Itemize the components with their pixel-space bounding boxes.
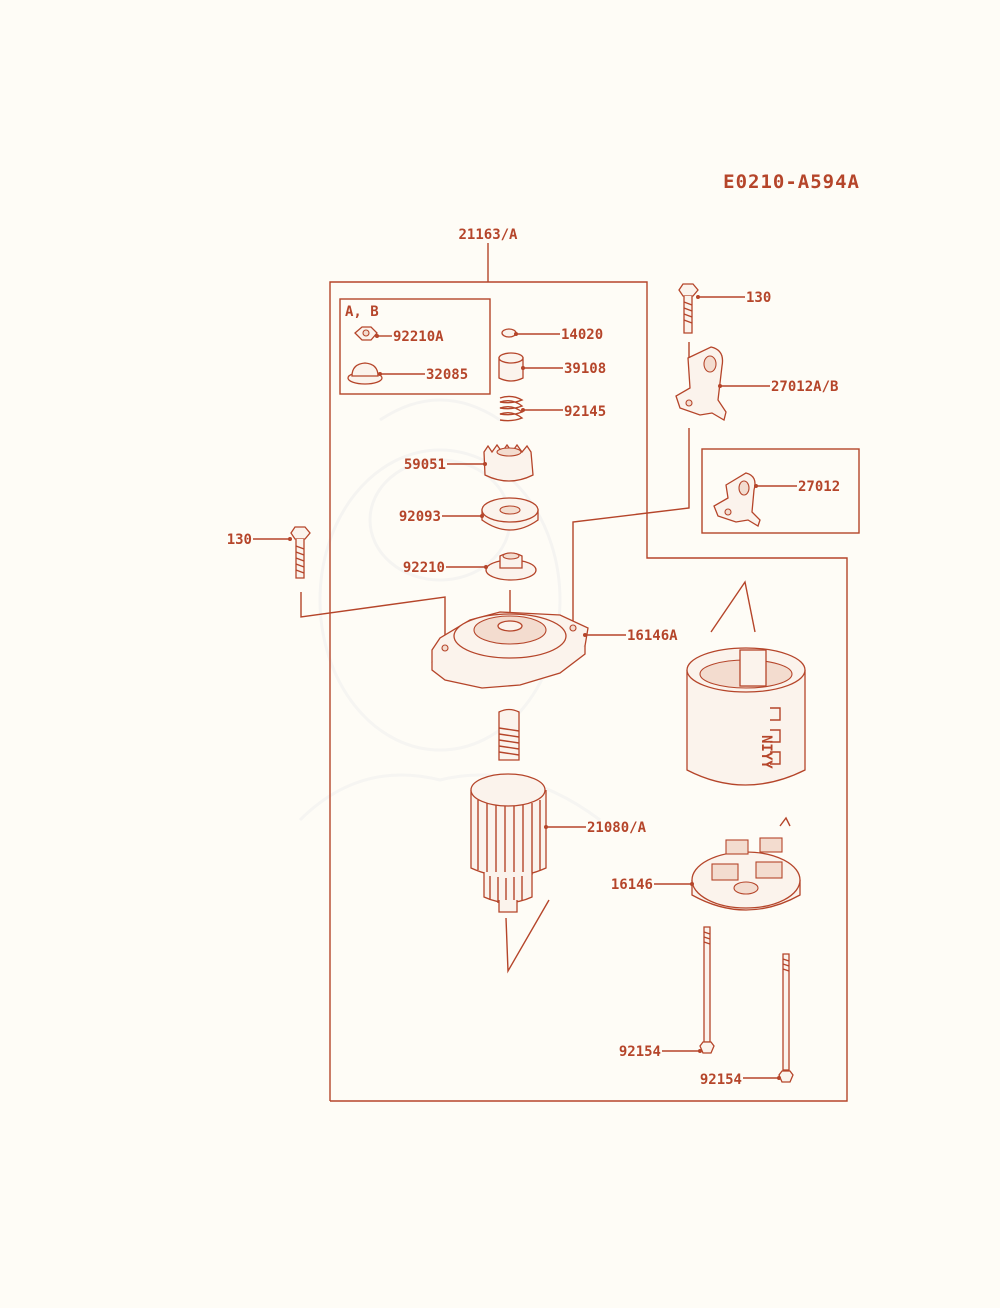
through-bolt-1-icon [662,926,715,1054]
label-washer-large: 92093 [399,509,441,525]
diagram-code: E0210-A594A [723,171,860,193]
brush-holder-icon [654,816,801,911]
front-cover-icon [431,590,626,689]
label-pinion: 59051 [404,457,446,473]
label-through-bolt-2: 92154 [700,1072,742,1088]
label-front-cover: 16146A [627,628,678,644]
label-nut-plate: 92210 [403,560,445,576]
top-bolt-icon [678,283,745,334]
spring-icon [499,395,563,422]
large-washer-icon [442,497,539,531]
label-armature: 21080/A [587,820,647,836]
label-bracket-ab: 27012A/B [771,379,838,395]
label-nut: 92210A [393,329,444,345]
assembly-frame [329,243,848,1102]
label-bracket: 27012 [798,479,840,495]
svg-text:NIYY: NIYY [758,735,774,769]
yoke-housing-icon: NIYY [686,580,806,786]
nut-plate-icon [446,552,537,581]
bracket-leader [572,428,690,625]
label-rear-cover: 16146 [611,877,653,893]
label-spring: 92145 [564,404,606,420]
bracket-ab-icon [675,342,770,421]
cap-icon [347,362,425,385]
watermark-logo [298,398,601,822]
label-through-bolt-1: 92154 [619,1044,661,1060]
label-bolt-top: 130 [746,290,771,306]
bracket-box [701,448,860,534]
label-bolt-left: 130 [227,532,252,548]
label-cap: 32085 [426,367,468,383]
label-assembly: 21163/A [458,227,518,243]
collar-icon [498,352,563,382]
kit-box [339,298,491,395]
label-collar: 39108 [564,361,606,377]
pinion-gear-icon [447,443,534,482]
through-bolt-2-icon [743,953,794,1083]
small-washer-icon [501,328,560,338]
nut-icon [354,326,392,341]
left-bolt-icon [253,526,446,640]
label-washer-small: 14020 [561,327,603,343]
armature-icon [470,708,586,974]
label-kit: A, B [345,304,379,320]
